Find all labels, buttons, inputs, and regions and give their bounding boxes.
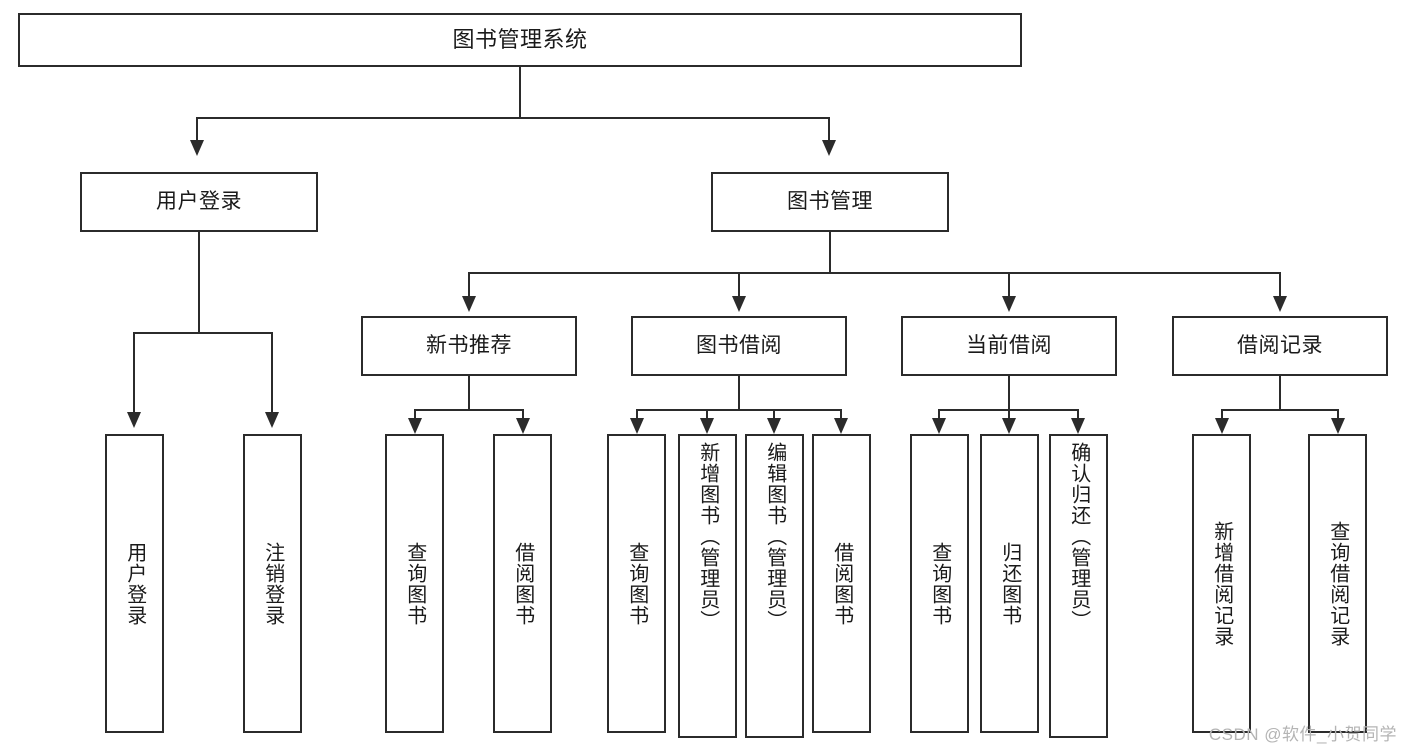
arrowhead-leaf-logout	[265, 412, 279, 428]
node-current-borrow[interactable]: 当前借阅	[901, 316, 1117, 376]
connector-book-mgmt-stem	[829, 232, 831, 273]
connector-root-stem	[519, 67, 521, 118]
node-user-login[interactable]: 用户登录	[80, 172, 318, 232]
arrowhead-cb-leaf-2	[1002, 418, 1016, 434]
connector-drop-leaf-user-login	[133, 332, 135, 414]
node-label: 用户登录	[156, 190, 242, 214]
node-label: 图书管理	[787, 190, 873, 214]
connector-new-book-stem	[468, 376, 470, 410]
connector-level2-bus	[196, 117, 830, 119]
connector-level3-bus	[468, 272, 1280, 274]
arrowhead-book-mgmt	[822, 140, 836, 156]
node-label: 图书管理系统	[452, 26, 588, 52]
connector-drop-new-book	[468, 272, 470, 298]
connector-drop-leaf-logout	[271, 332, 273, 414]
node-label: 借阅图书	[830, 541, 853, 626]
node-label: 查询借阅记录	[1326, 520, 1349, 647]
leaf-add-book-admin[interactable]: 新增图书（管理员）	[678, 434, 737, 738]
node-label: 查询图书	[928, 541, 951, 626]
arrowhead-borrow-record	[1273, 296, 1287, 312]
connector-drop-bb-leaf-1	[636, 409, 638, 421]
node-book-management[interactable]: 图书管理	[711, 172, 949, 232]
connector-book-borrow-bus	[636, 409, 842, 411]
leaf-borrow-book-newbook[interactable]: 借阅图书	[493, 434, 552, 733]
connector-new-book-bus	[414, 409, 524, 411]
connector-drop-bb-leaf-2	[706, 409, 708, 421]
connector-drop-borrow-record	[1279, 272, 1281, 298]
connector-borrow-record-bus	[1221, 409, 1339, 411]
connector-drop-book-mgmt	[828, 117, 830, 143]
connector-drop-book-borrow	[738, 272, 740, 298]
connector-user-login-bus	[133, 332, 273, 334]
leaf-query-book-newbook[interactable]: 查询图书	[385, 434, 444, 733]
node-label: 注销登录	[261, 541, 284, 626]
connector-drop-user-login	[196, 117, 198, 143]
leaf-confirm-return-admin[interactable]: 确认归还（管理员）	[1049, 434, 1108, 738]
leaf-return-book[interactable]: 归还图书	[980, 434, 1039, 733]
connector-user-login-stem	[198, 232, 200, 333]
node-label: 借阅记录	[1237, 334, 1323, 358]
node-label: 新书推荐	[426, 334, 512, 358]
arrowhead-nb-leaf-2	[516, 418, 530, 434]
node-label: 归还图书	[998, 541, 1021, 626]
connector-drop-nb-leaf-1	[414, 409, 416, 421]
arrowhead-bb-leaf-2	[700, 418, 714, 434]
node-label: 查询图书	[625, 541, 648, 626]
connector-drop-br-leaf-2	[1337, 409, 1339, 421]
connector-drop-bb-leaf-4	[840, 409, 842, 421]
connector-drop-cb-leaf-2	[1008, 409, 1010, 421]
node-borrow-record[interactable]: 借阅记录	[1172, 316, 1388, 376]
node-label: 确认归还（管理员）	[1067, 442, 1090, 631]
arrowhead-bb-leaf-4	[834, 418, 848, 434]
leaf-add-borrow-record[interactable]: 新增借阅记录	[1192, 434, 1251, 733]
arrowhead-nb-leaf-1	[408, 418, 422, 434]
arrowhead-cb-leaf-1	[932, 418, 946, 434]
arrowhead-bb-leaf-3	[767, 418, 781, 434]
arrowhead-current-borrow	[1002, 296, 1016, 312]
connector-book-borrow-stem	[738, 376, 740, 410]
arrowhead-bb-leaf-1	[630, 418, 644, 434]
node-root-system[interactable]: 图书管理系统	[18, 13, 1022, 67]
connector-borrow-record-stem	[1279, 376, 1281, 410]
node-label: 新增借阅记录	[1210, 520, 1233, 647]
leaf-user-login[interactable]: 用户登录	[105, 434, 164, 733]
node-label: 编辑图书（管理员）	[763, 442, 786, 631]
node-new-book-recommend[interactable]: 新书推荐	[361, 316, 577, 376]
node-label: 当前借阅	[966, 334, 1052, 358]
connector-drop-bb-leaf-3	[773, 409, 775, 421]
node-book-borrow[interactable]: 图书借阅	[631, 316, 847, 376]
node-label: 借阅图书	[511, 541, 534, 626]
connector-drop-cb-leaf-1	[938, 409, 940, 421]
node-label: 查询图书	[403, 541, 426, 626]
node-label: 用户登录	[123, 541, 146, 626]
connector-drop-cb-leaf-3	[1077, 409, 1079, 421]
arrowhead-br-leaf-2	[1331, 418, 1345, 434]
leaf-edit-book-admin[interactable]: 编辑图书（管理员）	[745, 434, 804, 738]
connector-drop-nb-leaf-2	[522, 409, 524, 421]
node-label: 新增图书（管理员）	[696, 442, 719, 631]
arrowhead-br-leaf-1	[1215, 418, 1229, 434]
arrowhead-new-book	[462, 296, 476, 312]
leaf-query-borrow-record[interactable]: 查询借阅记录	[1308, 434, 1367, 733]
arrowhead-leaf-user-login	[127, 412, 141, 428]
arrowhead-cb-leaf-3	[1071, 418, 1085, 434]
leaf-borrow-book[interactable]: 借阅图书	[812, 434, 871, 733]
leaf-query-book-borrow[interactable]: 查询图书	[607, 434, 666, 733]
arrowhead-book-borrow	[732, 296, 746, 312]
leaf-query-book-current[interactable]: 查询图书	[910, 434, 969, 733]
node-label: 图书借阅	[696, 334, 782, 358]
connector-drop-br-leaf-1	[1221, 409, 1223, 421]
leaf-logout-login[interactable]: 注销登录	[243, 434, 302, 733]
arrowhead-user-login	[190, 140, 204, 156]
connector-drop-current-borrow	[1008, 272, 1010, 298]
connector-current-borrow-stem	[1008, 376, 1010, 410]
